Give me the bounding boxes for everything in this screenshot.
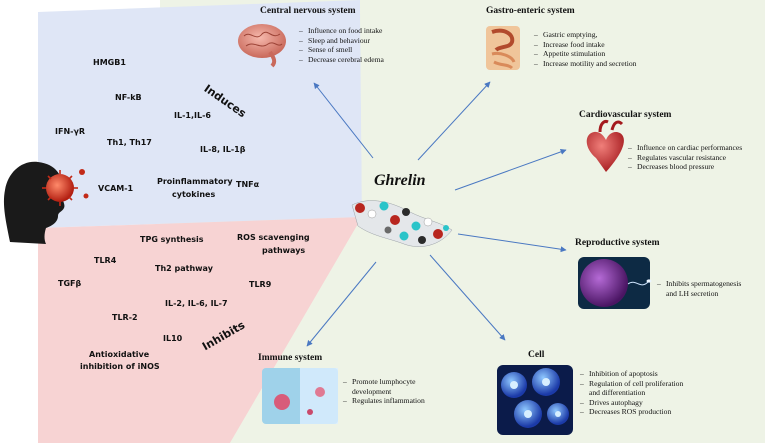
gastro-effect-item: Gastric emptying, [534,30,636,40]
gastro-effect-item: Increase food intake [534,40,636,50]
inhibits-molecule: TLR4 [94,256,117,265]
induces-molecule: IL-8, IL-1β [200,145,246,154]
reproductive-effect-item: and LH secretion [666,288,719,298]
cardio-effect-item: Influence on cardiac performances [628,143,742,153]
arrow-to-immune [306,261,377,347]
cns-effects-list: Influence on food intake Sleep and behav… [299,26,384,64]
induces-molecule: cytokines [172,190,216,199]
reproductive-effects-list: Inhibits spermatogenesis and LH secretio… [657,279,741,298]
induces-molecule: HMGB1 [93,58,126,67]
ghrelin-molecule-icon [351,200,453,247]
cardio-effects-list: Influence on cardiac performances Regula… [628,143,742,172]
immune-system-icon [262,368,338,424]
cns-title: Central nervous system [260,6,356,16]
immune-effect-item: development [352,386,392,396]
inhibits-molecule: Antioxidative [89,350,150,359]
cell-effect-item: Drives autophagy [580,398,683,408]
inhibits-molecule: IL10 [163,334,183,343]
gastro-effect-item: Increase motility and secretion [534,59,636,69]
gastro-effect-item: Appetite stimulation [534,49,636,59]
reproductive-effect-item: Inhibits spermatogenesis [657,279,741,289]
cns-effect-item: Sense of smell [299,45,384,55]
cell-effect-item: Decreases ROS production [580,407,683,417]
inhibits-molecule: TGFβ [58,279,82,288]
cns-effect-item: Influence on food intake [299,26,384,36]
digestive-organs-icon [486,26,520,70]
inhibits-molecule: pathways [262,246,306,255]
inhibits-region [38,217,362,443]
cns-effect-item: Sleep and behaviour [299,36,384,46]
inhibits-molecule: ROS scavenging [237,233,310,242]
right-panel-corner [230,0,765,443]
inhibits-molecule: TLR9 [249,280,272,289]
cell-effect-item: Regulation of cell proliferation [580,379,683,389]
virus-icon [42,169,89,206]
arrow-to-gastro [417,81,491,161]
induces-molecule: Th1, Th17 [107,138,152,147]
cell-effect-item: and differentiation [589,388,646,398]
inhibits-molecule: TPG synthesis [140,235,204,244]
cell-effect-item: Inhibition of apoptosis [580,369,683,379]
reproductive-title: Reproductive system [575,238,660,248]
inhibits-molecule: inhibition of iNOS [80,362,160,371]
cns-effect-item: Decrease cerebral edema [299,55,384,65]
immune-effects-list: Promote lumphocyte development Regulates… [343,377,425,406]
cell-effects-list: Inhibition of apoptosis Regulation of ce… [580,369,683,417]
induces-molecule: NF-kB [115,93,142,102]
induces-molecule: VCAM-1 [98,184,134,193]
immune-title: Immune system [258,353,323,363]
cardio-effect-item: Decreases blood pressure [628,162,742,172]
gastro-title: Gastro-enteric system [486,6,575,16]
arrow-to-cell [429,254,506,341]
arrow-to-cns [313,82,374,159]
induces-molecule: IL-1,IL-6 [174,111,211,120]
cardio-title: Cardiovascular system [579,110,672,120]
ghrelin-title: Ghrelin [374,172,426,189]
immune-effect-item: Promote lumphocyte [343,377,425,387]
inhibits-molecule: Th2 pathway [155,264,213,273]
arrow-to-reproductive [457,233,567,253]
cell-title: Cell [528,350,545,360]
induces-molecule: Proinflammatory [157,177,233,186]
induces-molecule: TNFα [236,180,260,189]
inhibits-molecule: IL-2, IL-6, IL-7 [165,299,228,308]
inhibits-molecule: TLR-2 [112,313,138,322]
cells-icon [497,365,573,435]
induces-region [38,0,362,228]
brain-icon [238,24,286,68]
gastro-effects-list: Gastric emptying, Increase food intake A… [534,30,636,68]
immune-effect-item: Regulates inflammation [343,396,425,406]
arrow-to-cardio [454,149,567,191]
induces-molecule: IFN-γR [55,127,86,136]
cardio-effect-item: Regulates vascular resistance [628,153,742,163]
egg-and-sperm-icon [578,257,652,309]
heart-icon [586,120,624,172]
